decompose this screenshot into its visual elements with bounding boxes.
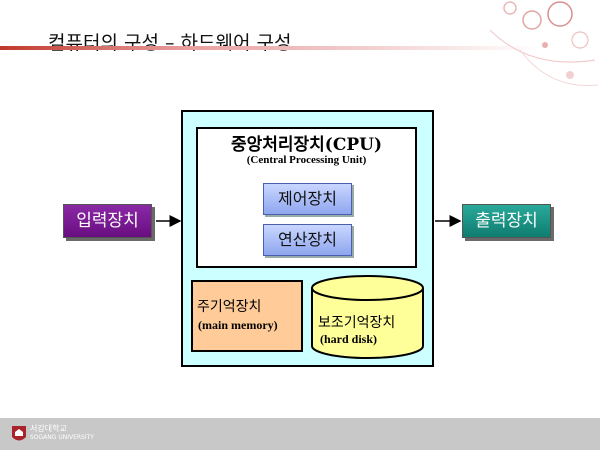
footer-bar (0, 418, 600, 450)
title-underline (0, 46, 540, 50)
decorative-swirl (489, 1, 599, 87)
logo-subtext: SOGANG UNIVERSITY (30, 434, 94, 441)
secondary-storage-sublabel: (hard disk) (320, 332, 378, 346)
control-unit-box: 제어장치 (263, 183, 352, 215)
alu-box: 연산장치 (263, 224, 352, 256)
hard-disk-cylinder (311, 275, 424, 359)
output-device-box: 출력장치 (462, 204, 551, 238)
main-memory-box (191, 280, 303, 352)
slide-title: 컴퓨터의 구성 – 하드웨어 구성 (48, 32, 292, 54)
main-memory-sublabel: (main memory) (198, 318, 278, 332)
cpu-subtitle: (Central Processing Unit) (246, 154, 367, 166)
input-device-box: 입력장치 (63, 204, 152, 238)
university-logo (12, 426, 26, 441)
main-memory-label: 주기억장치 (197, 299, 262, 315)
logo-text: 서강대학교 (30, 424, 67, 433)
cpu-title: 중앙처리장치(CPU) (230, 135, 383, 155)
secondary-storage-label: 보조기억장치 (318, 315, 396, 331)
